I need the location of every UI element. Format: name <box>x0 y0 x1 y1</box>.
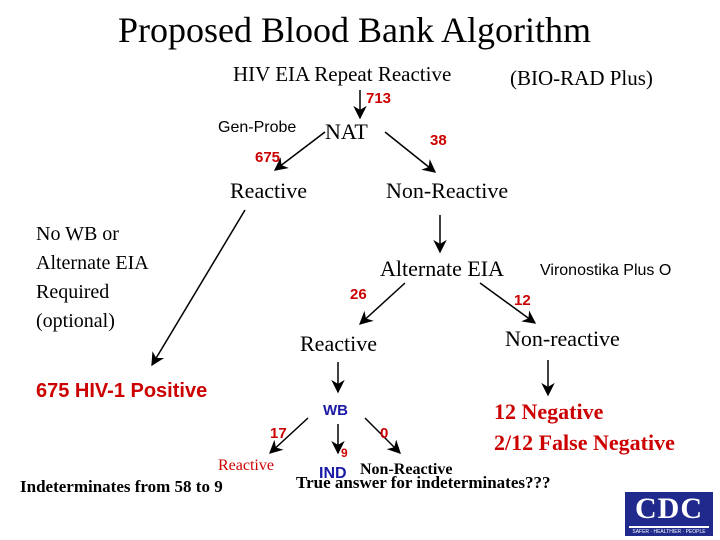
note-line-1: No WB or <box>36 223 119 245</box>
arrow-alt-eia-to-non-reactive <box>479 282 537 324</box>
alt-eia-left-count: 26 <box>350 286 367 303</box>
alt-eia-assay: Vironostika Plus O <box>540 262 672 279</box>
nat-label: NAT <box>325 119 368 144</box>
nat-left-count: 675 <box>255 149 281 166</box>
cdc-logo-text: CDC <box>635 492 703 525</box>
reactive-1: Reactive <box>230 178 307 203</box>
arrow-nat-to-non-reactive <box>384 131 437 173</box>
nat-method: Gen-Probe <box>218 119 297 136</box>
alt-eia-right-count: 12 <box>514 292 531 309</box>
arrow-nat-to-reactive <box>273 131 326 171</box>
wb-left-count: 17 <box>270 425 287 442</box>
negative-line-2: 2/12 False Negative <box>494 430 675 455</box>
wb-mid-count: 9 <box>341 446 348 460</box>
note-line-3: Required <box>36 281 110 303</box>
indeterminates-note: Indeterminates from 58 to 9 <box>20 477 223 496</box>
cdc-logo: CDC SAFER · HEALTHIER · PEOPLE <box>625 492 713 536</box>
non-reactive-3: Non-Reactive <box>360 461 453 478</box>
root-count: 713 <box>366 90 392 107</box>
wb-right-count: 0 <box>380 425 389 442</box>
note-line-4: (optional) <box>36 310 115 332</box>
root-assay: (BIO-RAD Plus) <box>510 66 653 90</box>
negative-line-1: 12 Negative <box>494 399 604 424</box>
note-line-2: Alternate EIA <box>36 252 149 274</box>
arrow-wb-to-reactive <box>269 417 309 454</box>
positive-result: 675 HIV-1 Positive <box>36 380 208 402</box>
page-title: Proposed Blood Bank Algorithm <box>118 10 592 50</box>
non-reactive-2: Non-reactive <box>505 326 620 351</box>
cdc-logo-tagline: SAFER · HEALTHIER · PEOPLE <box>632 529 706 535</box>
reactive-2: Reactive <box>300 331 377 356</box>
arrow-alt-eia-to-reactive <box>359 282 406 325</box>
root-label: HIV EIA Repeat Reactive <box>233 62 452 86</box>
cdc-logo-bar <box>629 526 709 528</box>
nat-right-count: 38 <box>430 132 447 149</box>
arrow-wb-to-non-reactive <box>364 417 401 454</box>
non-reactive-1: Non-Reactive <box>386 178 509 203</box>
question-note: True answer for indeterminates??? <box>296 473 551 492</box>
wb-label: WB <box>323 402 348 419</box>
ind-label: IND <box>319 465 347 482</box>
reactive-3: Reactive <box>218 457 274 474</box>
alt-eia-label: Alternate EIA <box>380 256 504 281</box>
arrow-reactive-to-positive <box>151 209 246 367</box>
